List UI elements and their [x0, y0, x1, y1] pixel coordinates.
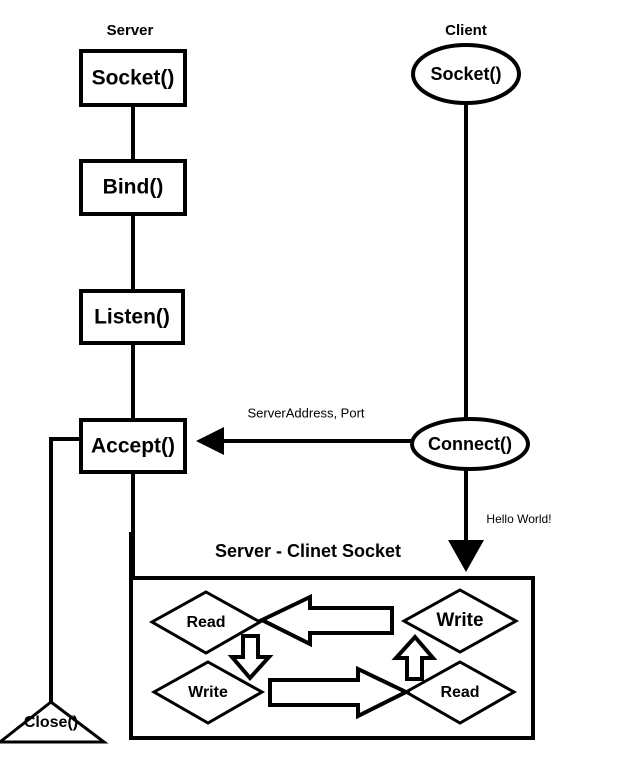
- node-client-read-label: Read: [440, 684, 479, 701]
- socket-group-title: Server - Clinet Socket: [215, 541, 401, 561]
- node-server-accept[interactable]: Accept(): [79, 418, 187, 474]
- node-server-socket-label: Socket(): [92, 67, 175, 90]
- node-server-read-label: Read: [186, 614, 225, 631]
- node-client-write[interactable]: Write: [400, 588, 520, 654]
- arrow-client-read-to-client-write: [391, 633, 438, 681]
- edge-label-hello-world: Hello World!: [486, 512, 551, 526]
- node-server-listen-label: Listen(): [94, 306, 170, 329]
- node-server-write-label: Write: [188, 684, 228, 701]
- arrowhead-connect-to-accept: [196, 427, 224, 455]
- node-client-socket[interactable]: Socket(): [411, 43, 521, 105]
- arrow-server-read-to-server-write: [227, 634, 274, 682]
- arrow-server-write-to-client-read: [268, 665, 411, 720]
- node-server-listen[interactable]: Listen(): [79, 289, 185, 345]
- node-server-bind[interactable]: Bind(): [79, 159, 187, 216]
- node-server-accept-label: Accept(): [91, 435, 175, 458]
- node-client-connect[interactable]: Connect(): [410, 417, 530, 471]
- node-server-close[interactable]: Close(): [0, 700, 109, 744]
- arrowhead-connect-to-socketgroup: [448, 540, 484, 572]
- edge-label-server-address-port: ServerAddress, Port: [247, 405, 364, 420]
- client-column-title: Client: [445, 22, 487, 39]
- node-client-socket-label: Socket(): [430, 64, 501, 84]
- server-column-title: Server: [107, 22, 154, 39]
- arrow-client-write-to-server-read: [257, 593, 394, 648]
- node-server-bind-label: Bind(): [103, 176, 164, 199]
- node-client-write-label: Write: [436, 610, 483, 631]
- connector-accept-to-close: [49, 437, 83, 702]
- node-client-read[interactable]: Read: [402, 660, 518, 725]
- node-server-write[interactable]: Write: [150, 660, 266, 725]
- node-server-socket[interactable]: Socket(): [79, 49, 187, 107]
- node-client-connect-label: Connect(): [428, 434, 512, 454]
- node-server-read[interactable]: Read: [148, 590, 264, 655]
- node-server-close-label: Close(): [24, 714, 78, 731]
